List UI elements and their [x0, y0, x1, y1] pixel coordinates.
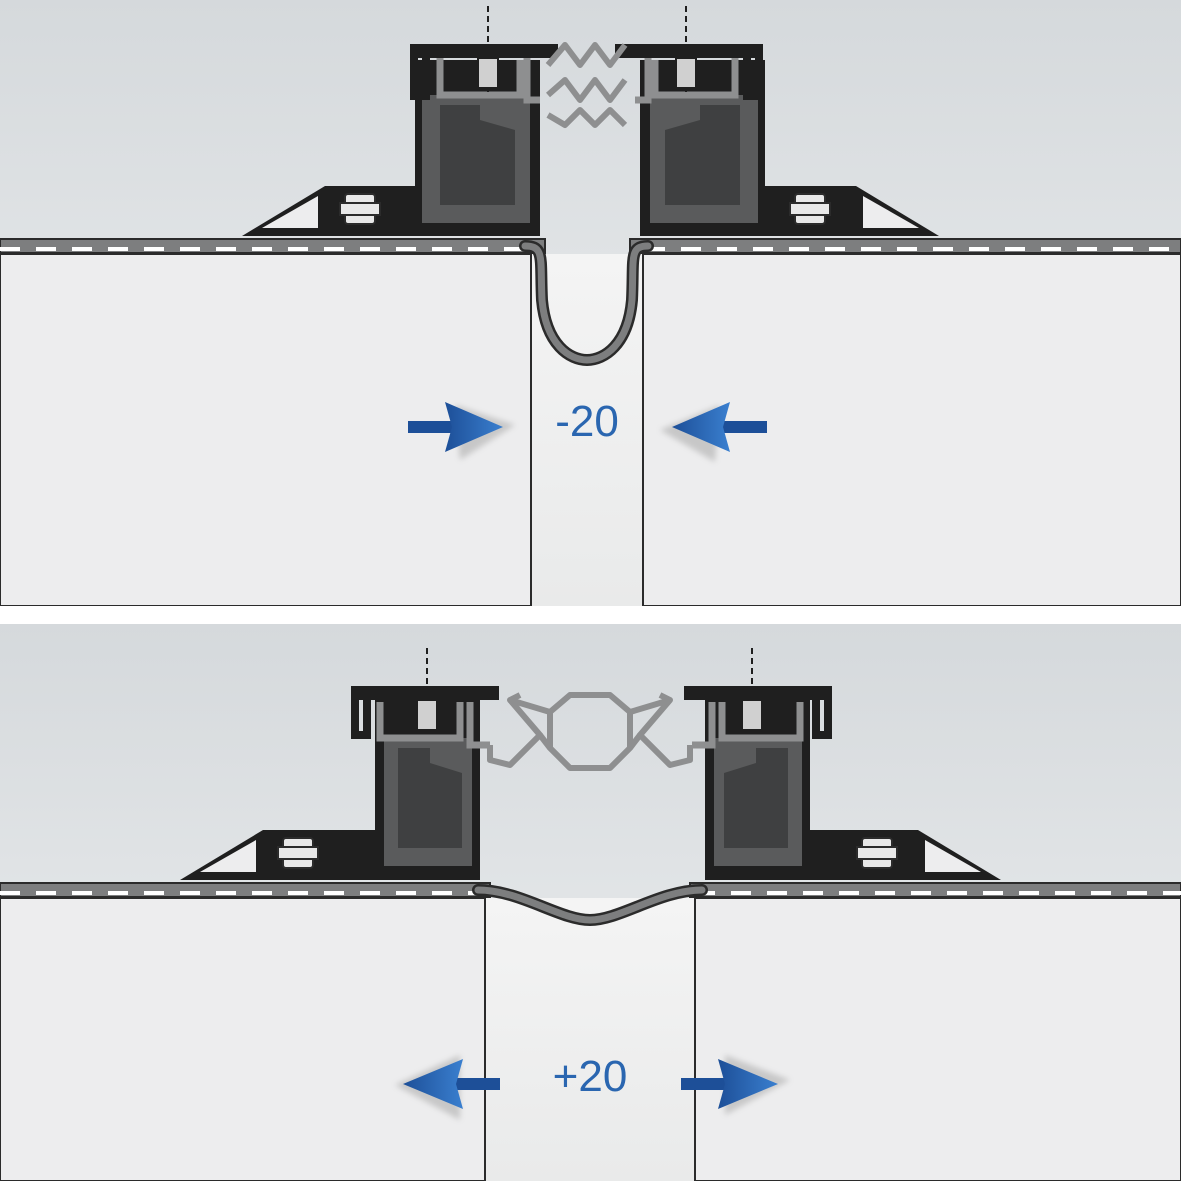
bellows-seal-compressed	[545, 42, 628, 128]
membrane-left	[0, 238, 546, 254]
profile-left-2	[180, 648, 499, 880]
membrane-right-2	[689, 882, 1181, 898]
panel-expanded: +20	[0, 624, 1181, 1181]
label-compressed: -20	[555, 397, 619, 446]
substrate-left-block-2	[0, 897, 486, 1181]
arrow-left-pointing-compress	[660, 402, 767, 462]
arrow-right-pointing-compress	[408, 402, 515, 460]
profile-left	[242, 6, 558, 236]
arrow-left-pointing-expand	[395, 1055, 500, 1120]
joint-gap-2	[485, 898, 695, 1181]
bellows-seal-expanded	[487, 692, 693, 771]
membrane-right	[629, 238, 1181, 254]
profile-right-2	[684, 648, 1001, 880]
label-expanded: +20	[553, 1052, 628, 1101]
profile-right	[615, 6, 939, 236]
substrate-right-block-2	[694, 897, 1181, 1181]
panel-separator	[0, 606, 1181, 624]
arrow-right-pointing-expand	[681, 1055, 790, 1115]
membrane-left-2	[0, 882, 491, 898]
panel-compressed: -20	[0, 0, 1181, 607]
